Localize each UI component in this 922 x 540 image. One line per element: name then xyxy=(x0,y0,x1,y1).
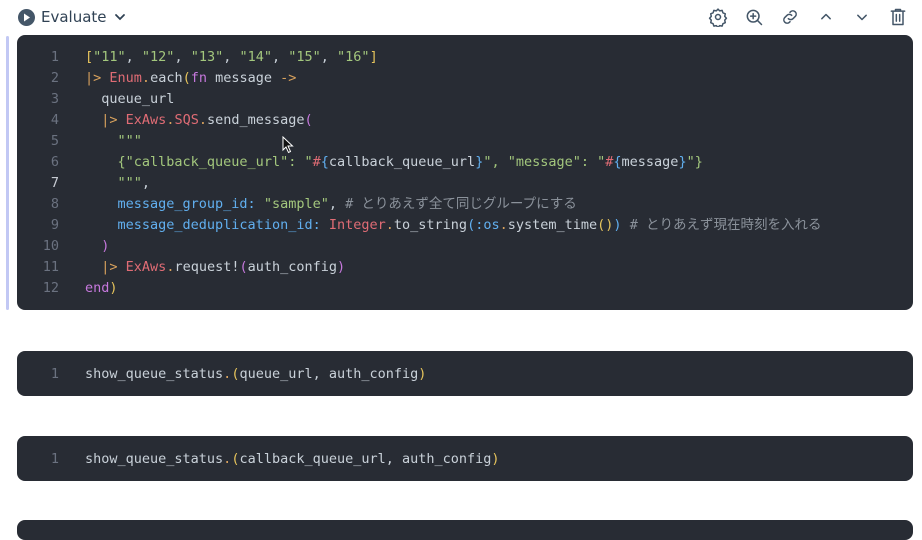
play-icon xyxy=(18,8,35,26)
code-line[interactable]: 7 """, xyxy=(17,173,913,194)
code-text[interactable]: message_group_id: "sample", # とりあえず全て同じグ… xyxy=(117,196,577,212)
code-text[interactable]: queue_url xyxy=(85,91,175,107)
code-line[interactable]: 1 ["11", "12", "13", "14", "15", "16"] xyxy=(17,47,913,68)
chevron-up-icon xyxy=(821,13,831,20)
move-up-button[interactable] xyxy=(808,6,844,28)
code-line[interactable]: 11 |> ExAws.request!(auth_config) xyxy=(17,257,913,278)
code-text[interactable]: """ xyxy=(117,133,142,149)
link-button[interactable] xyxy=(772,6,808,28)
line-number: 1 xyxy=(50,451,59,467)
line-number: 3 xyxy=(50,91,59,107)
line-number: 5 xyxy=(50,133,59,149)
chevron-down-icon[interactable] xyxy=(113,10,127,24)
code-text[interactable]: |> ExAws.SQS.send_message( xyxy=(101,112,313,128)
code-line[interactable]: 8 message_group_id: "sample", # とりあえず全て同… xyxy=(17,194,913,215)
settings-button[interactable] xyxy=(700,6,736,28)
delete-button[interactable] xyxy=(880,6,916,28)
code-cell-main[interactable]: 1 ["11", "12", "13", "14", "15", "16"] 2 |>… xyxy=(17,35,913,310)
code-line[interactable]: 12 end) xyxy=(17,278,913,299)
code-text[interactable]: show_queue_status.(callback_queue_url, a… xyxy=(85,451,500,467)
code-line[interactable]: 1 show_queue_status.(callback_queue_url, … xyxy=(17,449,913,470)
code-text[interactable]: show_queue_status.(queue_url, auth_confi… xyxy=(85,366,427,382)
mouse-cursor-icon xyxy=(282,136,294,154)
code-cell-callback-queue-status[interactable]: 1 show_queue_status.(callback_queue_url, … xyxy=(17,436,913,481)
code-text[interactable]: |> Enum.each(fn message -> xyxy=(85,70,297,86)
line-number: 7 xyxy=(50,175,59,191)
zoom-in-button[interactable] xyxy=(736,6,772,28)
code-line[interactable]: 1 show_queue_status.(queue_url, auth_conf… xyxy=(17,364,913,385)
line-number: 11 xyxy=(42,259,59,275)
code-text[interactable]: message_deduplication_id: Integer.to_str… xyxy=(117,217,822,233)
code-line[interactable]: 4 |> ExAws.SQS.send_message( xyxy=(17,110,913,131)
code-line[interactable]: 2 |> Enum.each(fn message -> xyxy=(17,68,913,89)
focus-indicator xyxy=(6,36,9,310)
line-number: 4 xyxy=(50,112,59,128)
evaluate-button[interactable]: Evaluate xyxy=(18,6,127,28)
line-number: 6 xyxy=(50,154,59,170)
code-text[interactable]: |> ExAws.request!(auth_config) xyxy=(101,259,346,275)
gear-icon xyxy=(708,8,728,27)
move-down-button[interactable] xyxy=(844,6,880,28)
cell-toolbar: Evaluate xyxy=(0,0,922,34)
cell-actions xyxy=(700,6,916,28)
line-number: 8 xyxy=(50,196,59,212)
code-text[interactable]: """, xyxy=(117,175,151,191)
chevron-down-icon xyxy=(857,14,867,21)
trash-icon xyxy=(890,8,906,26)
code-text[interactable]: {"callback_queue_url": "#{callback_queue… xyxy=(117,154,703,170)
code-cell-next[interactable] xyxy=(17,520,913,540)
line-number: 1 xyxy=(50,366,59,382)
line-number: 2 xyxy=(50,70,59,86)
code-line[interactable]: 5 """ xyxy=(17,131,913,152)
link-icon xyxy=(783,10,797,24)
code-text[interactable]: ) xyxy=(101,238,110,254)
zoom-in-icon xyxy=(746,9,763,26)
line-number: 1 xyxy=(50,49,59,65)
code-line[interactable]: 10 ) xyxy=(17,236,913,257)
code-text[interactable]: end) xyxy=(85,280,118,296)
code-line[interactable]: 3 queue_url xyxy=(17,89,913,110)
line-number: 10 xyxy=(42,238,59,254)
code-line[interactable]: 6 {"callback_queue_url": "#{callback_que… xyxy=(17,152,913,173)
code-cell-queue-status[interactable]: 1 show_queue_status.(queue_url, auth_conf… xyxy=(17,351,913,396)
line-number: 12 xyxy=(42,280,59,296)
code-text[interactable]: ["11", "12", "13", "14", "15", "16"] xyxy=(85,49,378,65)
code-line[interactable]: 9 message_deduplication_id: Integer.to_s… xyxy=(17,215,913,236)
evaluate-label: Evaluate xyxy=(41,8,107,26)
line-number: 9 xyxy=(50,217,59,233)
